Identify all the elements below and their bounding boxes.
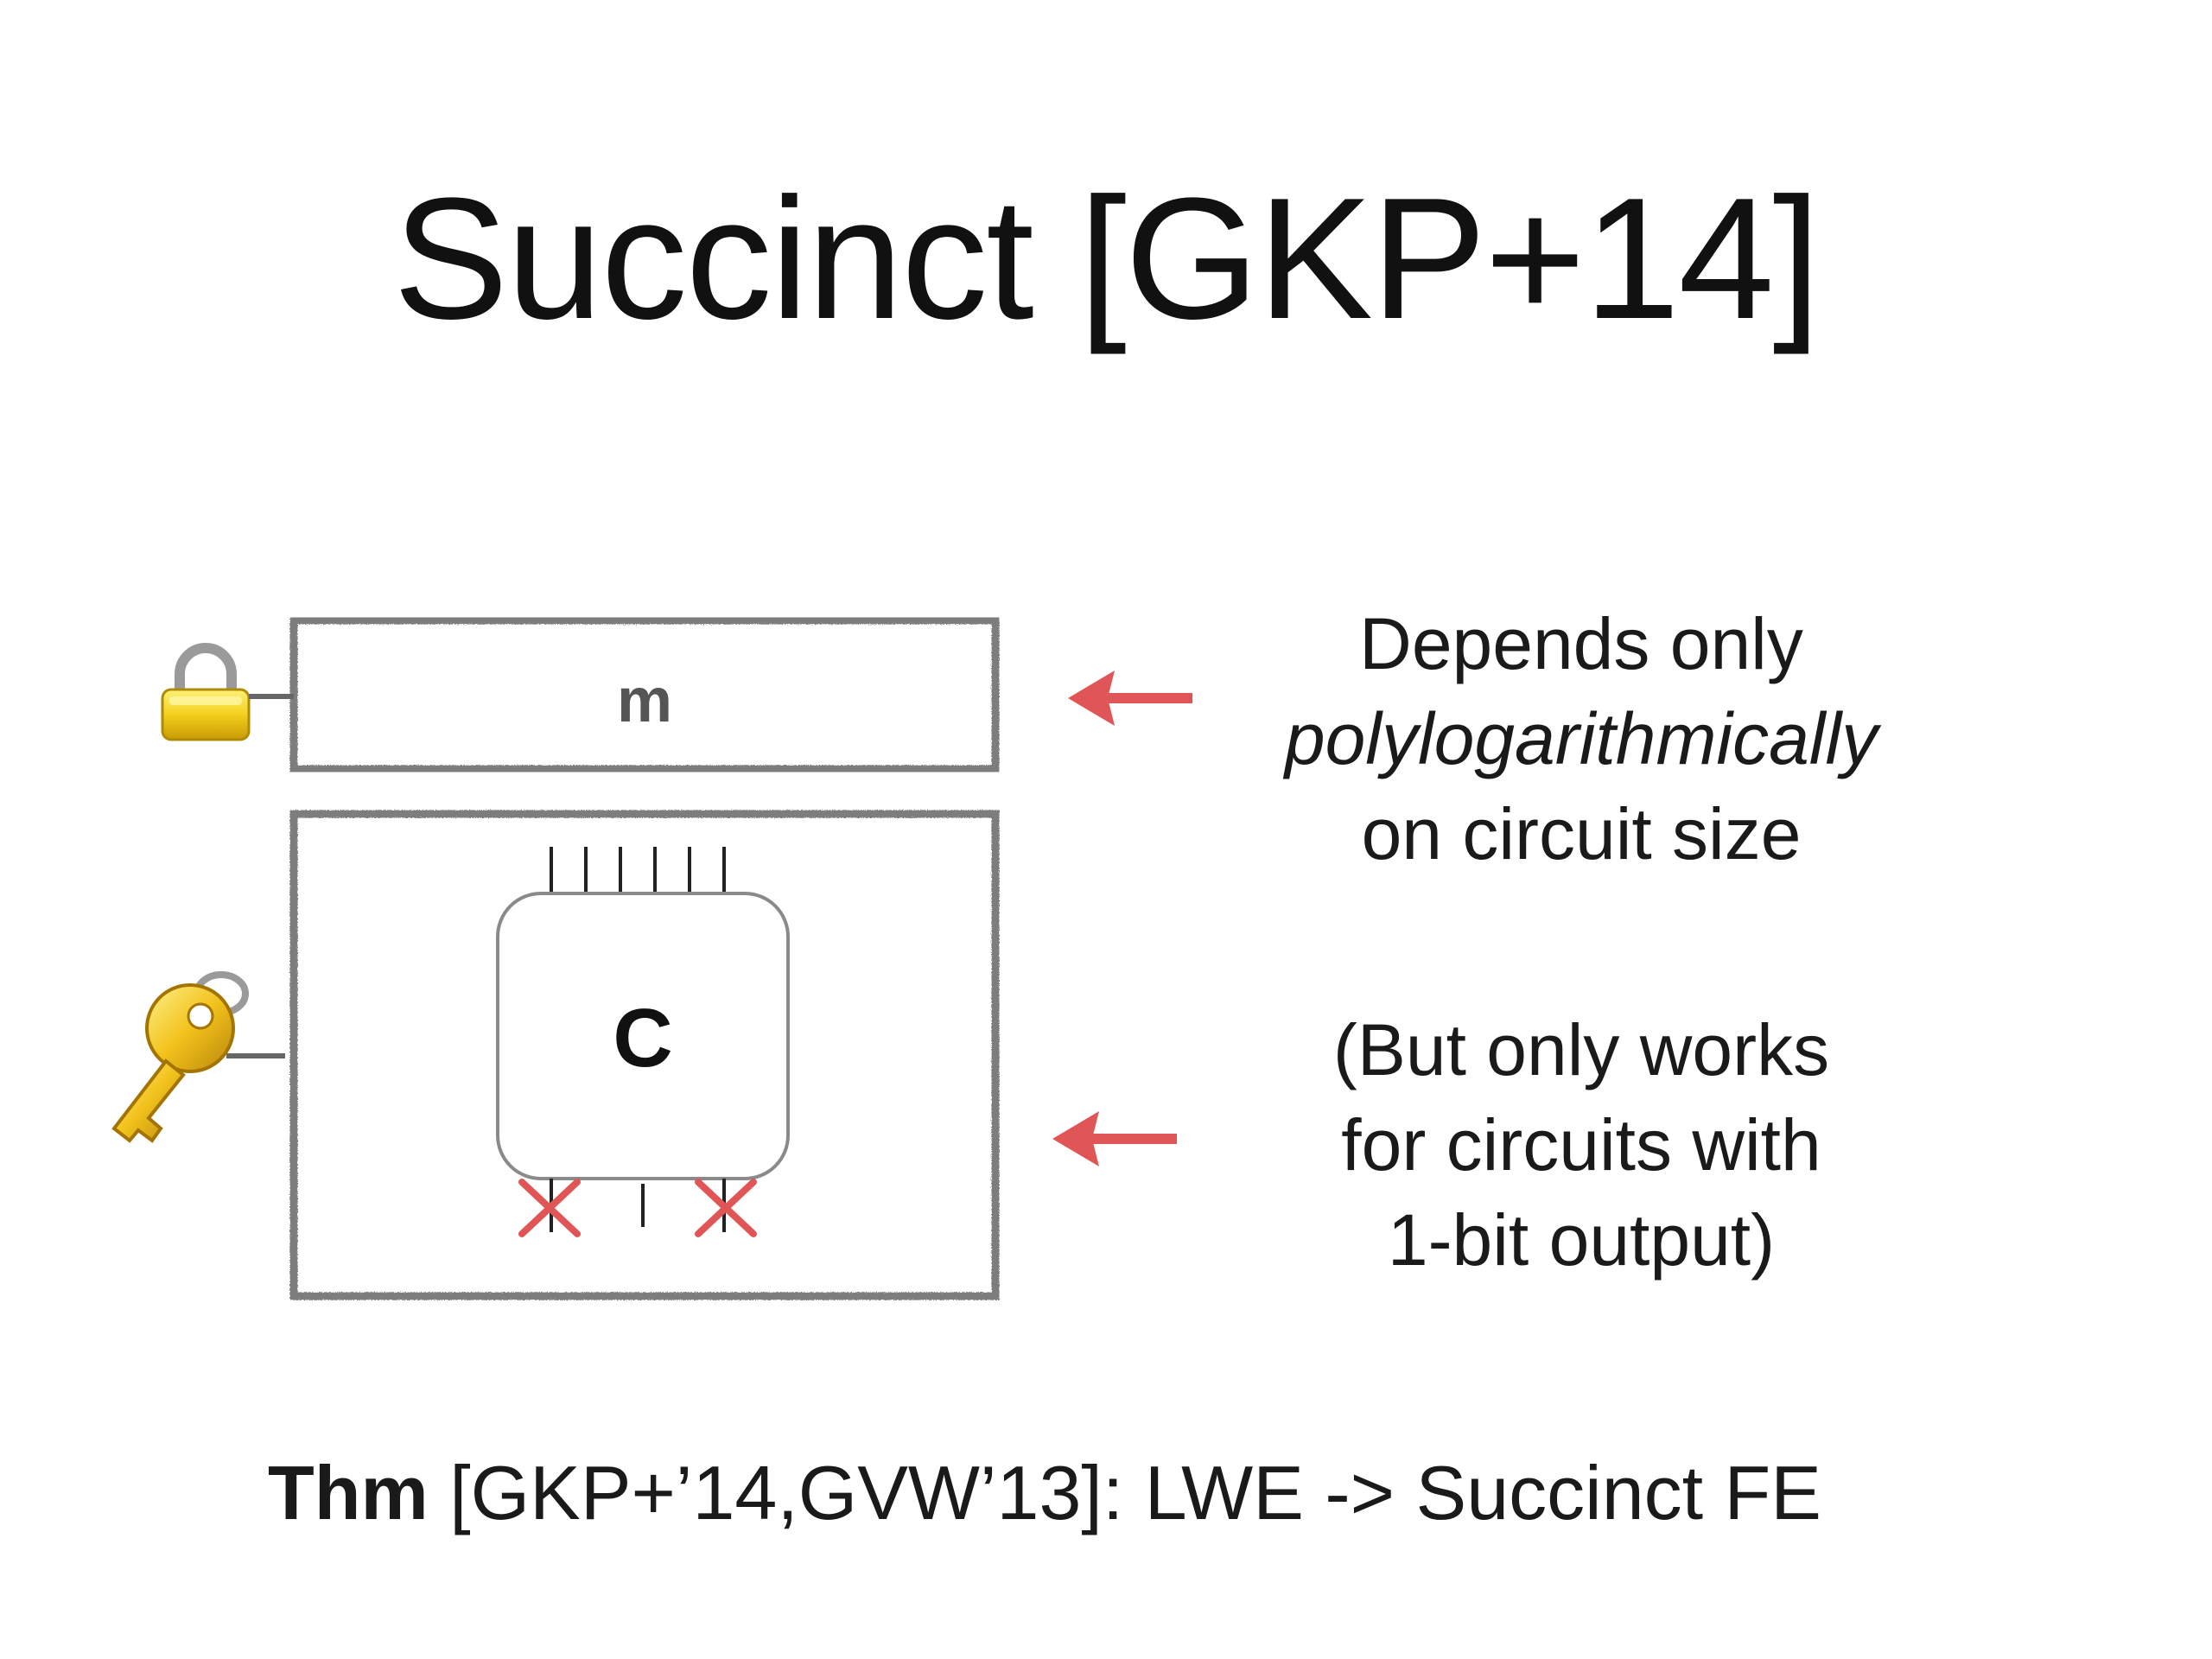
note-polylog: Depends only polylogarithmically on circ… xyxy=(1210,596,1953,881)
note-top-line-1: Depends only xyxy=(1359,603,1803,684)
slide-title: Succinct [GKP+14] xyxy=(392,162,1821,355)
arrow-bottom xyxy=(1052,1111,1177,1166)
note-top-line-2: polylogarithmically xyxy=(1284,698,1878,779)
circuit-label: C xyxy=(613,992,672,1084)
note-one-bit: (But only works for circuits with 1-bit … xyxy=(1210,1002,1953,1287)
cross-mark-right xyxy=(695,1179,757,1237)
theorem-statement: Thm [GKP+’14,GVW’13]: LWE -> Succinct FE xyxy=(268,1450,1996,1535)
circuit xyxy=(496,892,790,1180)
input-wires xyxy=(550,847,726,893)
arrow-top xyxy=(1068,671,1192,726)
message-box: m xyxy=(289,616,1000,773)
note-bottom-line-3: 1-bit output) xyxy=(1387,1199,1776,1281)
lock-icon xyxy=(161,643,294,741)
cross-mark-left xyxy=(518,1179,581,1237)
note-bottom-line-1: (But only works xyxy=(1332,1009,1830,1090)
theorem-text: [GKP+’14,GVW’13]: LWE -> Succinct FE xyxy=(449,1450,1821,1535)
message-label: m xyxy=(617,666,672,735)
note-bottom-line-2: for circuits with xyxy=(1341,1104,1821,1185)
theorem-label: Thm xyxy=(268,1450,429,1535)
circuit-box: C xyxy=(289,810,1000,1300)
note-top-line-3: on circuit size xyxy=(1361,793,1802,874)
key-icon xyxy=(111,971,285,1143)
